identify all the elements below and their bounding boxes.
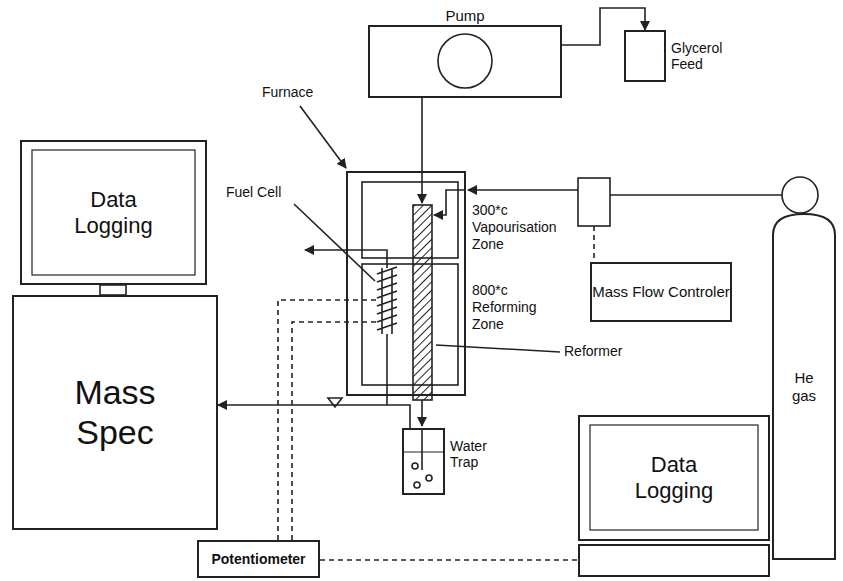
node-text: Mass Flow Controler <box>592 283 730 300</box>
monitor-frame <box>21 141 206 284</box>
node-text: Water Trap <box>450 438 487 470</box>
node-text: Data Logging <box>56 187 171 238</box>
bubble <box>412 463 418 469</box>
monitor-stand <box>100 285 126 295</box>
control-wire <box>593 226 595 262</box>
feed-container: Glycerol Feed <box>624 30 666 82</box>
pump-rotor <box>438 34 492 88</box>
sample-line <box>386 334 388 405</box>
node-text: Potentiometer <box>211 551 305 567</box>
potentiometer-box: Potentiometer <box>197 540 320 578</box>
furnace-body <box>347 172 465 395</box>
leader-line <box>294 204 375 281</box>
gas-inlet-line <box>468 189 578 191</box>
water-level <box>404 452 443 453</box>
dip-tube <box>421 428 423 470</box>
zone-label: 300*c Vapourisation Zone <box>472 202 564 252</box>
connector-group <box>218 8 645 560</box>
gas-supply-line <box>610 194 782 196</box>
flow-controller-valve <box>578 178 610 226</box>
vapourisation-zone <box>362 182 458 258</box>
cylinder-valve <box>782 177 818 213</box>
fuel-cell-coil <box>377 267 397 334</box>
node-text: Glycerol Feed <box>671 40 722 72</box>
leader-line <box>436 345 560 352</box>
pump-box: Pump <box>368 25 562 98</box>
node-text: Data Logging <box>617 452 732 503</box>
signal-wire <box>292 322 377 540</box>
computer: Data Logging <box>578 415 770 578</box>
monitor-screen <box>32 150 195 275</box>
mass-spectrometer: Mass Spec <box>12 295 218 530</box>
reforming-zone <box>362 264 458 385</box>
zone-label: 800*c Reforming Zone <box>472 282 564 332</box>
signal-wire <box>278 300 377 540</box>
reformer-tube <box>413 205 432 400</box>
monitor-screen <box>590 425 758 530</box>
bubble <box>426 475 432 481</box>
outlet-line <box>421 400 423 426</box>
keyboard-base <box>579 545 769 576</box>
pipe-connector <box>218 405 410 428</box>
monitor-frame <box>579 416 769 540</box>
monitor: Data Logging <box>20 140 207 285</box>
callout-label: Reformer <box>564 343 622 360</box>
gas-inlet-line <box>434 190 466 215</box>
cylinder-body <box>773 214 835 559</box>
pipe-connector <box>320 559 578 561</box>
callout-label: Fuel Cell <box>226 184 281 201</box>
leader-line <box>300 106 346 168</box>
node-text: He gas <box>792 369 816 404</box>
callout-label: Furnace <box>262 84 313 101</box>
gas-cylinder: He gas <box>772 213 836 560</box>
bubble <box>414 482 420 488</box>
pipe-connector <box>562 8 645 45</box>
controller-box: Mass Flow Controler <box>590 262 732 322</box>
node-text: Mass Spec <box>53 373 178 451</box>
water-trap: Water Trap <box>402 428 445 495</box>
node-text: Pump <box>370 7 560 24</box>
feed-line <box>421 98 423 203</box>
